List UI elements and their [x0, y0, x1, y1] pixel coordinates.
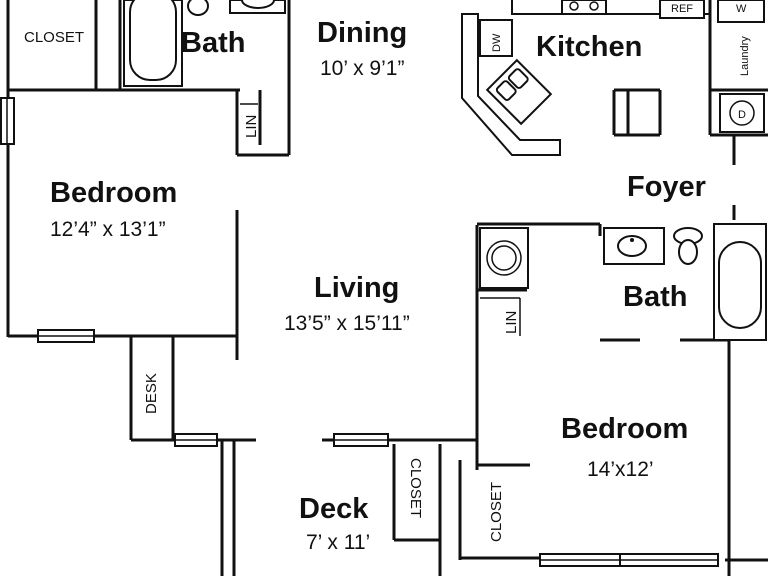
deck-dimensions: 7’ x 11’: [306, 531, 370, 554]
fixtures: [123, 0, 767, 341]
bath-right-label: Bath: [623, 281, 687, 313]
washer-label: W: [736, 3, 747, 15]
bedroom-right-dimensions: 14’x12’: [587, 458, 654, 481]
bedroom-left-label: Bedroom: [50, 177, 177, 209]
room-labels: CLOSET Bath Dining 10’ x 9’1” Kitchen La…: [24, 3, 751, 554]
foyer-label: Foyer: [627, 171, 706, 203]
bedroom-right-label: Bedroom: [561, 413, 688, 445]
living-label: Living: [314, 272, 399, 304]
deck-label: Deck: [299, 493, 369, 525]
closet-deck-label: CLOSET: [407, 458, 424, 518]
dishwasher-label: DW: [491, 33, 503, 52]
linen-top-label: LIN: [243, 115, 260, 138]
refrigerator-label: REF: [671, 3, 693, 15]
bath-top-label: Bath: [181, 27, 245, 59]
dining-dimensions: 10’ x 9’1”: [320, 57, 404, 80]
bedroom-left-dimensions: 12’4” x 13’1”: [50, 218, 166, 241]
linen-mid-label: LIN: [503, 311, 520, 334]
dining-label: Dining: [317, 17, 407, 49]
closet-bedroom-label: CLOSET: [488, 482, 505, 542]
windows: [0, 97, 719, 567]
closet-top-label: CLOSET: [24, 29, 84, 46]
laundry-label: Laundry: [739, 36, 751, 76]
kitchen-label: Kitchen: [536, 31, 642, 63]
dryer-label: D: [738, 109, 746, 121]
living-dimensions: 13’5” x 15’11”: [284, 312, 410, 335]
desk-label: DESK: [143, 373, 160, 414]
